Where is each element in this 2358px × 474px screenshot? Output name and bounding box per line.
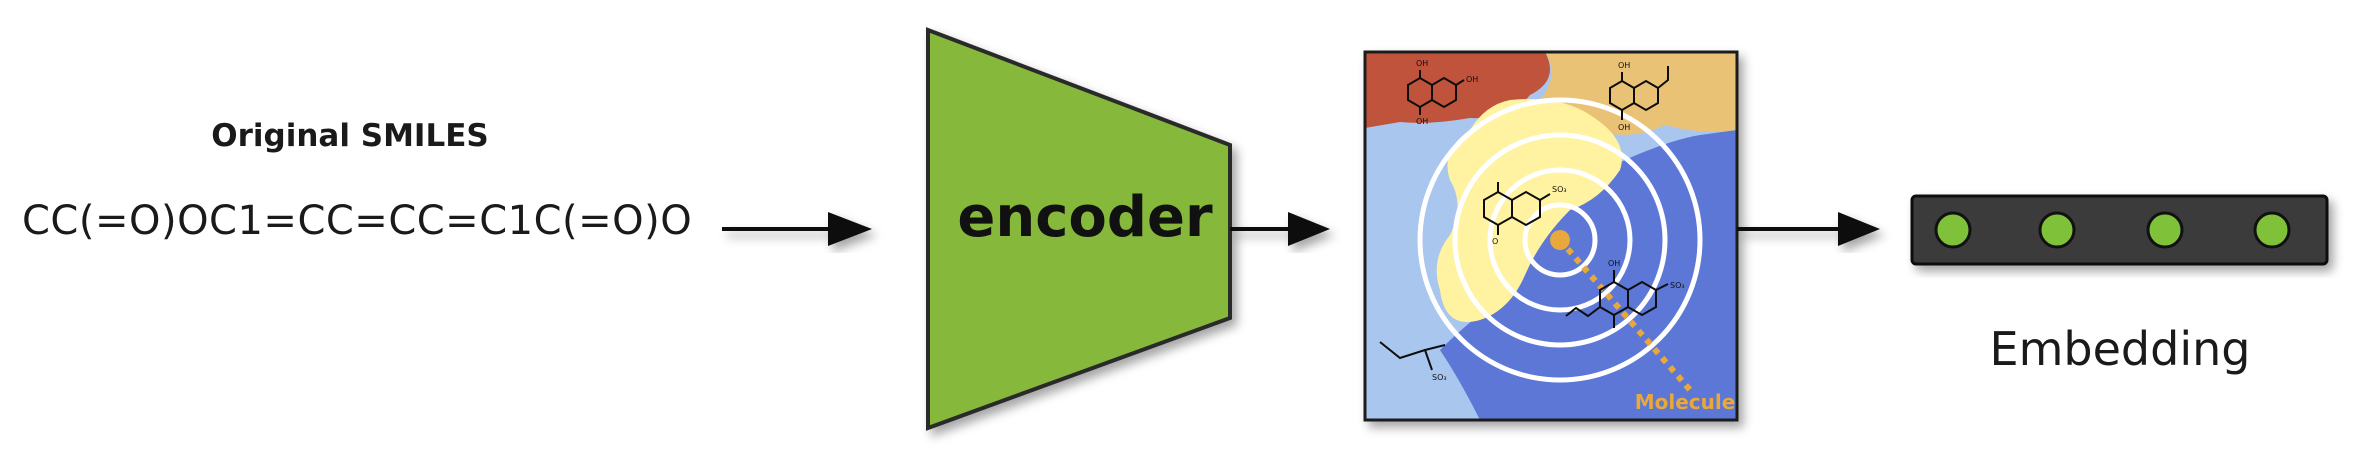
arrow-right-icon	[1737, 212, 1880, 246]
embedding-node-icon	[1934, 211, 1972, 249]
svg-text:OH: OH	[1466, 75, 1478, 84]
svg-text:SO₃: SO₃	[1552, 185, 1567, 194]
molecule-structure-icon	[1379, 66, 1669, 371]
svg-text:SO₃: SO₃	[1670, 281, 1685, 290]
input-title: Original SMILES	[211, 118, 489, 154]
embedding-nodes	[1934, 211, 2291, 249]
svg-text:OH: OH	[1618, 123, 1630, 132]
smiles-string: CC(=O)OC1=CC=CC=C1C(=O)O	[22, 198, 693, 244]
embedding-label: Embedding	[1989, 322, 2251, 376]
arrow-right-icon	[1230, 212, 1330, 246]
region-tan	[1540, 52, 1737, 135]
embedding-node-icon	[2146, 211, 2184, 249]
svg-text:OH: OH	[1416, 59, 1428, 68]
encoder-block	[926, 27, 1232, 431]
latent-space-map: OH OH OH OH OH SO₃ O OH SO₃ SO₃	[1363, 50, 1739, 422]
svg-text:O: O	[1492, 237, 1498, 246]
svg-text:SO₃: SO₃	[1432, 373, 1447, 382]
region-yellow	[1436, 99, 1622, 322]
molecule-label: Molecule	[1634, 390, 1736, 414]
arrow-right-icon	[722, 212, 872, 246]
svg-text:OH: OH	[1618, 61, 1630, 70]
encoder-label: encoder	[957, 185, 1213, 250]
svg-text:OH: OH	[1416, 117, 1428, 126]
region-blue	[1440, 130, 1737, 420]
embedding-vector	[1910, 194, 2329, 266]
svg-text:OH: OH	[1608, 259, 1620, 268]
embedding-node-icon	[2253, 211, 2291, 249]
embedding-node-icon	[2038, 211, 2076, 249]
